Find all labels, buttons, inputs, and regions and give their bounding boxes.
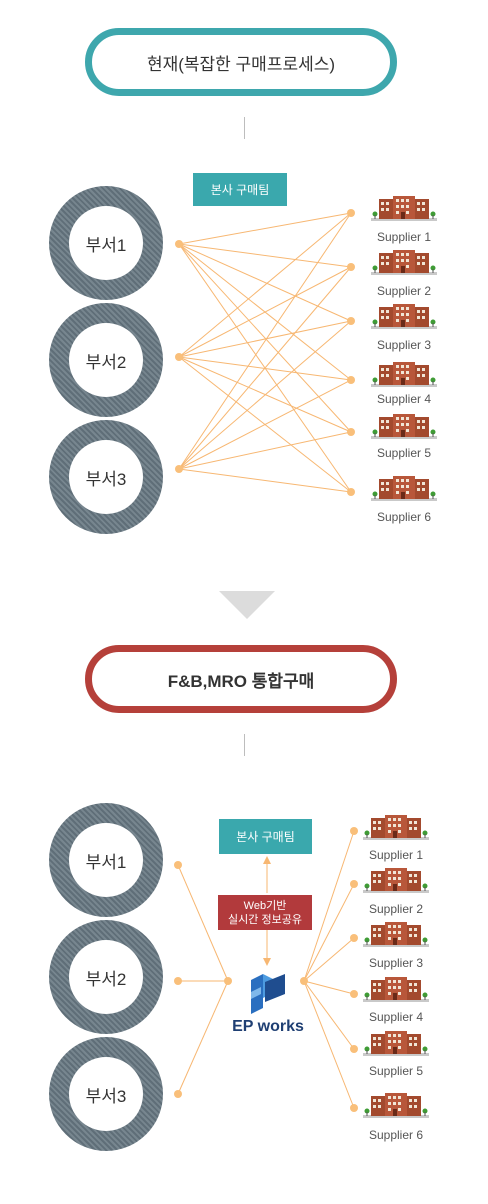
factory-building-icon	[363, 868, 429, 893]
factory-building-icon	[371, 196, 437, 221]
supplier-label: Supplier 2	[368, 902, 424, 916]
department-circle-3-top: 부서3	[49, 420, 163, 534]
supplier-label: Supplier 5	[376, 446, 432, 460]
department-circle-2-bottom: 부서2	[49, 920, 163, 1034]
mesh-dots-top	[175, 209, 355, 496]
factory-building-icon	[363, 1031, 429, 1056]
hq-purchasing-box-bottom: 본사 구매팀	[219, 819, 312, 854]
hq-purchasing-box-top: 본사 구매팀	[193, 173, 287, 206]
factory-building-icon	[363, 815, 429, 840]
hub-lines-bottom	[177, 830, 355, 1109]
department-label: 부서1	[85, 852, 127, 872]
divider-line-bottom	[244, 734, 245, 756]
integrated-purchasing-title: F&B,MRO 통합구매	[85, 645, 397, 713]
department-label: 부서3	[85, 469, 127, 489]
supplier-label: Supplier 6	[368, 1128, 424, 1142]
department-circle-1-bottom: 부서1	[49, 803, 163, 917]
department-circle-1-top: 부서1	[49, 186, 163, 300]
divider-line-top	[244, 117, 245, 139]
factory-building-icon	[371, 362, 437, 387]
supplier-label: Supplier 4	[376, 392, 432, 406]
department-label: 부서2	[85, 352, 127, 372]
sync-arrowheads	[263, 856, 271, 966]
integrated-purchasing-title-text: F&B,MRO 통합구매	[167, 671, 315, 691]
ep-logo-icon	[251, 974, 285, 1014]
web-info-sharing-box: Web기반 실시간 정보공유	[218, 895, 312, 930]
hub-dots-bottom	[174, 827, 358, 1112]
department-label: 부서1	[85, 235, 127, 255]
department-label: 부서3	[85, 1086, 127, 1106]
supplier-label: Supplier 6	[376, 510, 432, 524]
current-process-title: 현재(복잡한 구매프로세스)	[85, 28, 397, 96]
factory-building-icon	[371, 476, 437, 501]
department-circle-3-bottom: 부서3	[49, 1037, 163, 1151]
factory-building-icon	[371, 250, 437, 275]
hq-purchasing-label-bottom: 본사 구매팀	[236, 830, 295, 844]
factory-building-icon	[371, 414, 437, 439]
supplier-label: Supplier 3	[368, 956, 424, 970]
hq-purchasing-label-top: 본사 구매팀	[210, 183, 270, 197]
department-label: 부서2	[85, 969, 127, 989]
supplier-label: Supplier 1	[376, 230, 432, 244]
triangle-down-icon	[219, 591, 275, 619]
web-info-line-1: Web기반	[243, 899, 287, 912]
factory-building-icon	[371, 304, 437, 329]
factory-building-icon	[363, 922, 429, 947]
supplier-label: Supplier 2	[376, 284, 432, 298]
current-process-title-text: 현재(복잡한 구매프로세스)	[146, 54, 336, 74]
supplier-label: Supplier 1	[368, 848, 424, 862]
factory-building-icon	[363, 977, 429, 1002]
supplier-label: Supplier 5	[368, 1064, 424, 1078]
supplier-label: Supplier 3	[376, 338, 432, 352]
factory-building-icon	[363, 1093, 429, 1118]
supplier-label: Supplier 4	[368, 1010, 424, 1024]
mesh-lines-top	[178, 212, 352, 493]
web-info-line-2: 실시간 정보공유	[228, 913, 302, 926]
department-circle-2-top: 부서2	[49, 303, 163, 417]
ep-works-label: EP works	[232, 1018, 304, 1035]
